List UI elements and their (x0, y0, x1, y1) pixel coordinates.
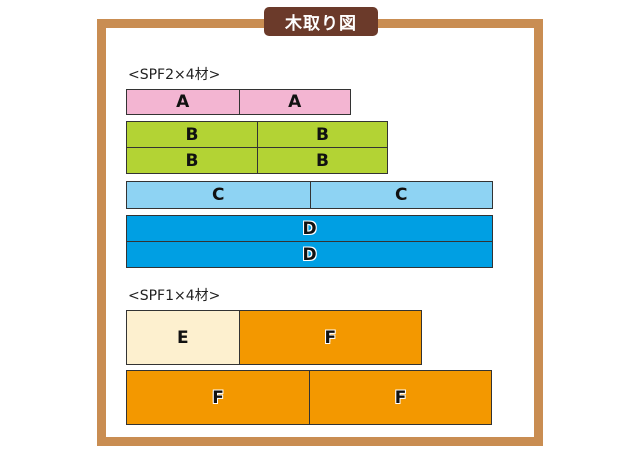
board-ff: F F (126, 370, 492, 425)
board-c: C C (126, 181, 493, 209)
board-a: A A (126, 89, 351, 115)
piece-a: A (127, 90, 239, 114)
piece-f: F (238, 311, 421, 364)
board-b-2: B B (126, 147, 388, 174)
section-label-spf1x4: <SPF1×4材> (128, 288, 221, 304)
piece-c: C (127, 182, 310, 208)
piece-b: B (257, 148, 387, 173)
piece-a: A (238, 90, 350, 114)
piece-b: B (127, 122, 257, 147)
section-label-spf2x4: <SPF2×4材> (128, 67, 221, 83)
board-ef: E F (126, 310, 422, 365)
piece-e: E (127, 311, 239, 364)
piece-f: F (309, 371, 491, 424)
board-d-2: D (126, 241, 493, 268)
piece-b: B (127, 148, 257, 173)
diagram-title: 木取り図 (264, 7, 378, 36)
piece-f: F (127, 371, 309, 424)
piece-c: C (309, 182, 492, 208)
board-b-1: B B (126, 121, 388, 148)
piece-d: D (127, 216, 492, 241)
board-d-1: D (126, 215, 493, 242)
piece-b: B (257, 122, 387, 147)
piece-d: D (127, 242, 492, 267)
